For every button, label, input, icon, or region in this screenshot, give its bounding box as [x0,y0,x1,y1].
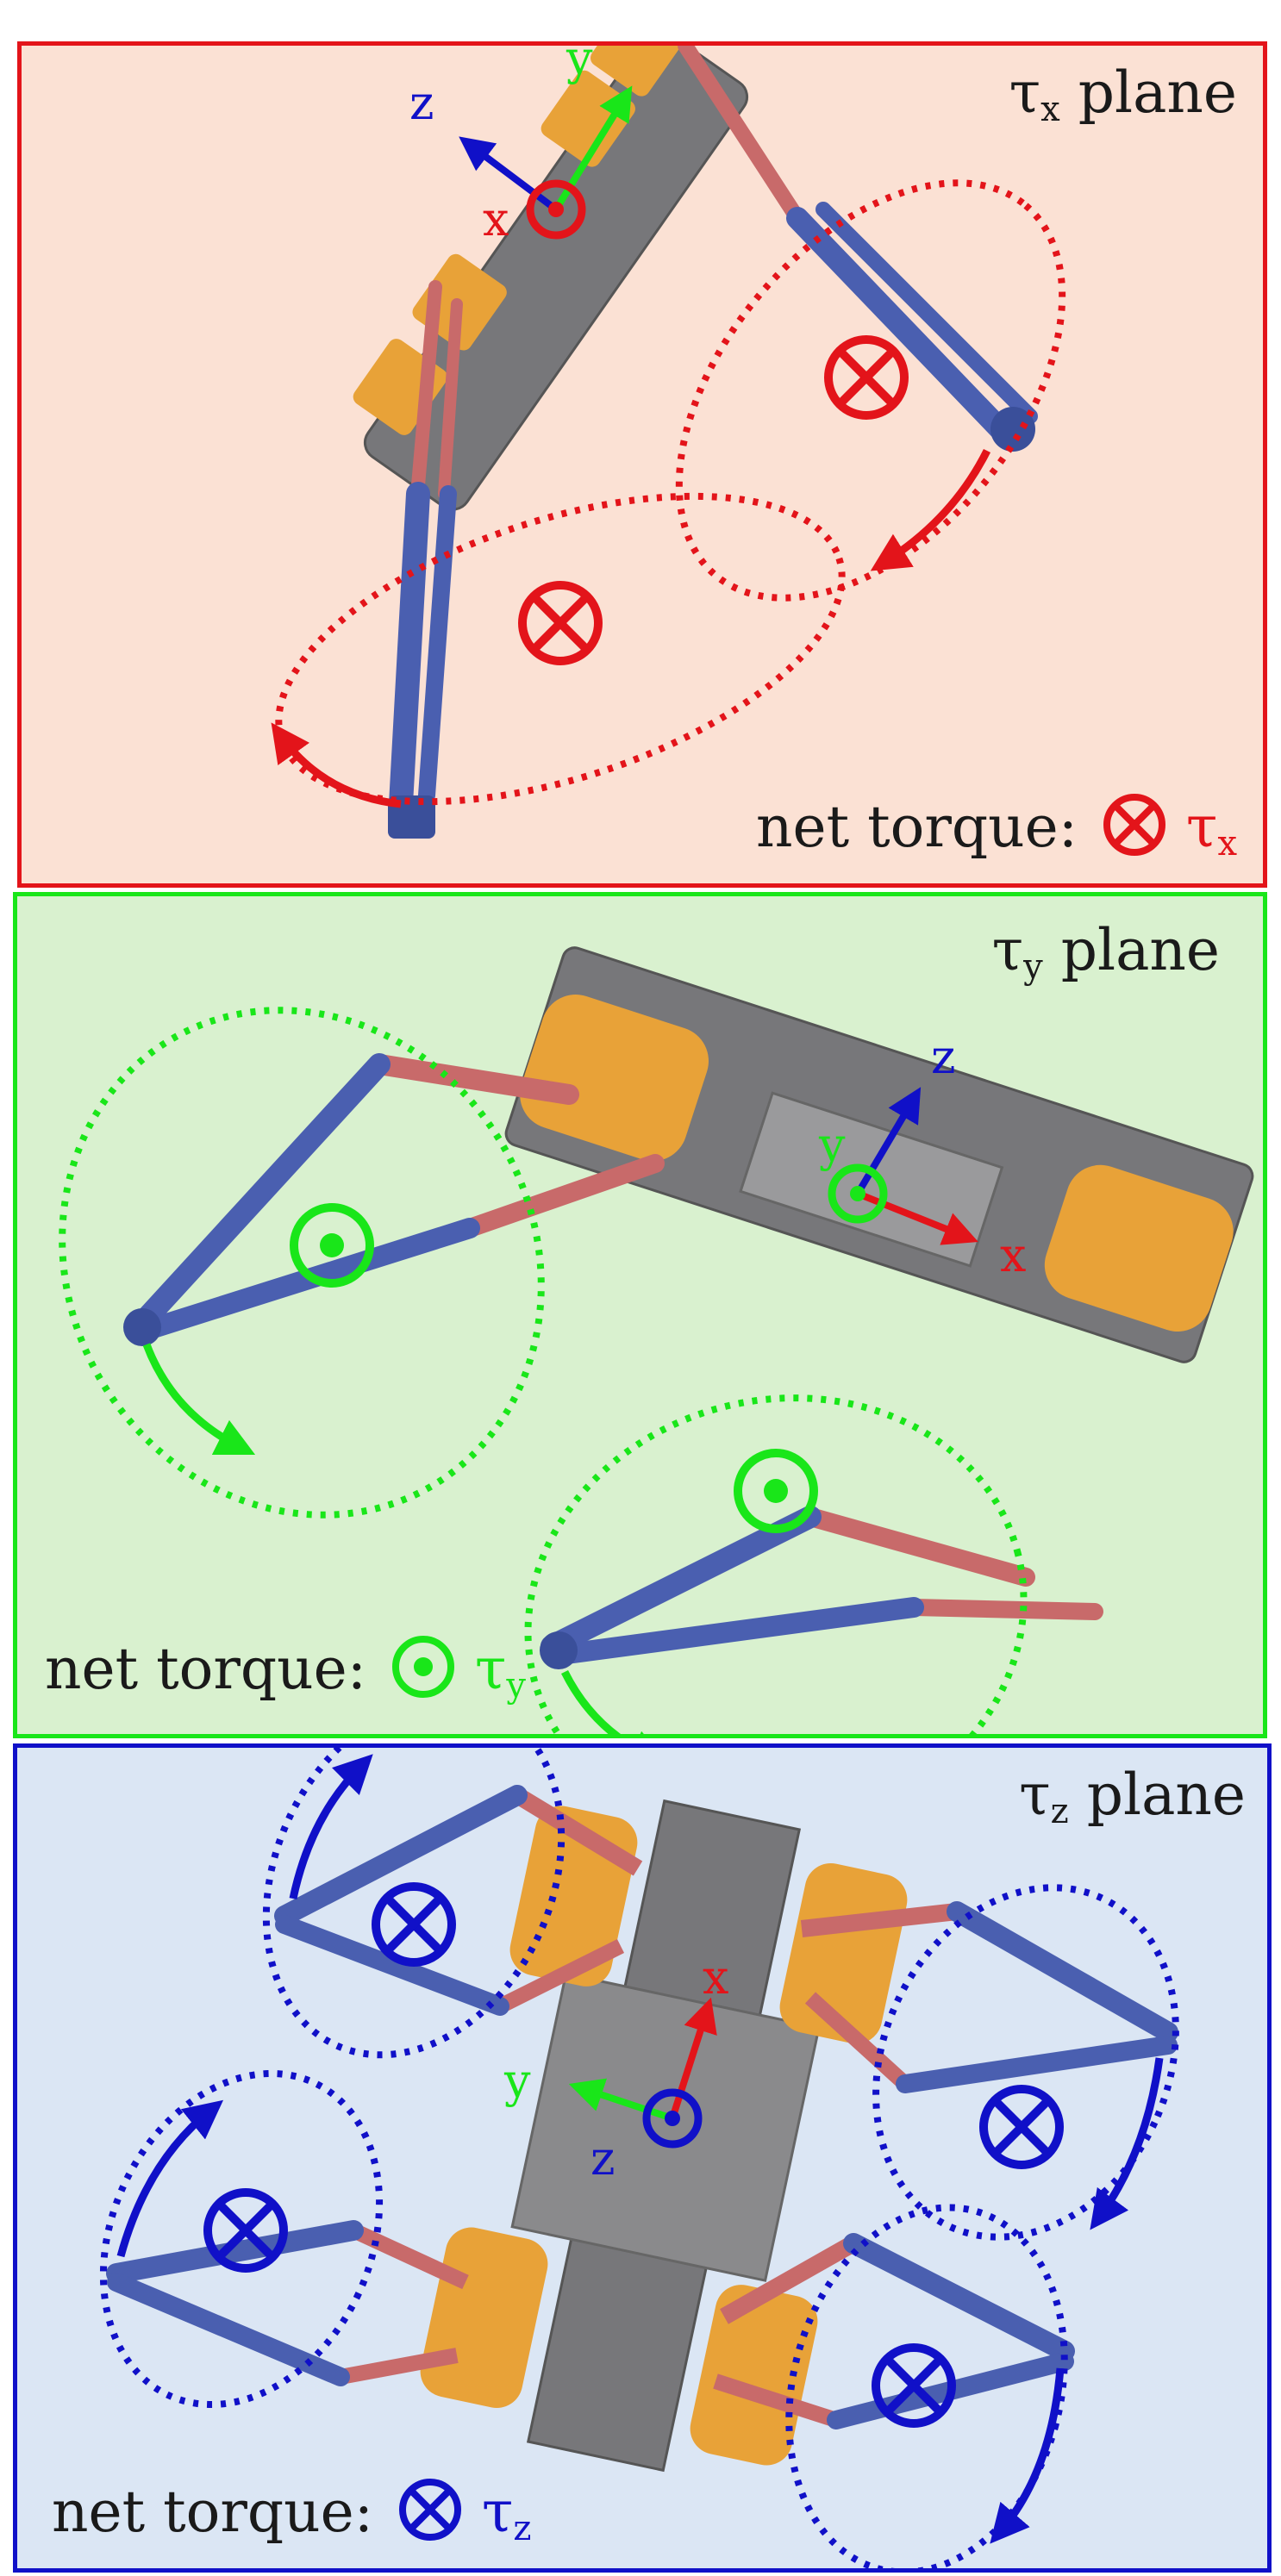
upper-leg-orbit [59,1007,545,1519]
x-axis-out-of-page-icon [526,179,586,240]
orbit-lower-left [99,2069,384,2409]
coordinate-frame [828,1087,978,1245]
net-torque-label: net torque: τx [756,791,1237,861]
plane-title: τz plane [1019,1762,1246,1831]
lower-torque-out-of-page-icon [734,1449,818,1533]
tau-z-illustration [99,1748,1179,2568]
axis-z-label: z [409,76,434,130]
tau-y-panel: x y z τy plane net torque: τy [13,892,1267,1738]
plane-title: τy plane [991,917,1220,987]
axis-z-label: z [591,2131,616,2186]
upper-right-torque-into-page-icon [979,2085,1064,2169]
lower-left-torque-into-page-icon [203,2188,288,2273]
robot-body [420,1799,908,2473]
net-torque-label: net torque: τz [52,2476,532,2546]
upper-leg-rotation-arrow [142,1343,256,1456]
tau-z-panel: x y z τz plane net torque: τz [13,1743,1272,2573]
z-axis-out-of-page-icon [642,2088,703,2149]
lower-leg-orbit [524,1394,1028,1734]
axis-x-label: x [1000,1228,1027,1282]
lower-left-rotation-arrow [116,2099,224,2258]
tau-y-illustration [59,946,1254,1734]
lower-leg [540,1506,1103,1669]
leg-lower-left [106,2220,469,2386]
y-axis-out-of-page-icon [828,1163,888,1224]
lower-right-rotation-arrow [990,2367,1065,2544]
net-torque-into-page-icon [1103,794,1165,856]
axis-z-label: z [931,1030,956,1084]
upper-left-rotation-arrow [289,1754,373,1899]
net-torque-out-of-page-icon [391,1636,454,1698]
leg-upper-left [274,1785,643,2016]
leg-upper-right [800,1901,1178,2093]
axis-y-label: y [819,1118,846,1172]
axis-x-label: x [483,192,509,246]
axis-y-label: y [504,2054,531,2108]
left-leg-orbit [275,492,846,806]
left-torque-into-page-icon [518,581,603,665]
upper-leg [123,1053,665,1346]
robot-body [353,46,749,511]
net-torque-into-page-icon [398,2479,461,2541]
left-leg-rotation-arrow [271,722,402,808]
lower-right-torque-into-page-icon [872,2343,956,2428]
right-leg-orbit [675,179,1066,602]
upper-torque-out-of-page-icon [290,1203,374,1288]
lower-leg-rotation-arrow [560,1669,670,1734]
right-leg-rotation-arrow [870,448,991,571]
upper-right-rotation-arrow [1090,2057,1164,2230]
orbit-lower-right [785,2204,1068,2568]
right-leg [678,46,1038,452]
coordinate-frame [568,1997,717,2149]
tau-x-illustration [271,46,1066,839]
upper-left-torque-into-page-icon [372,1882,456,1967]
net-torque-label: net torque: τy [45,1633,526,1703]
plane-title: τx plane [1009,59,1237,129]
axis-y-label: y [566,41,593,85]
tau-x-panel: x y z τx plane net torque: τx [17,41,1267,888]
coordinate-frame [459,85,633,240]
right-torque-into-page-icon [824,335,909,420]
axis-x-label: x [703,1950,729,2005]
